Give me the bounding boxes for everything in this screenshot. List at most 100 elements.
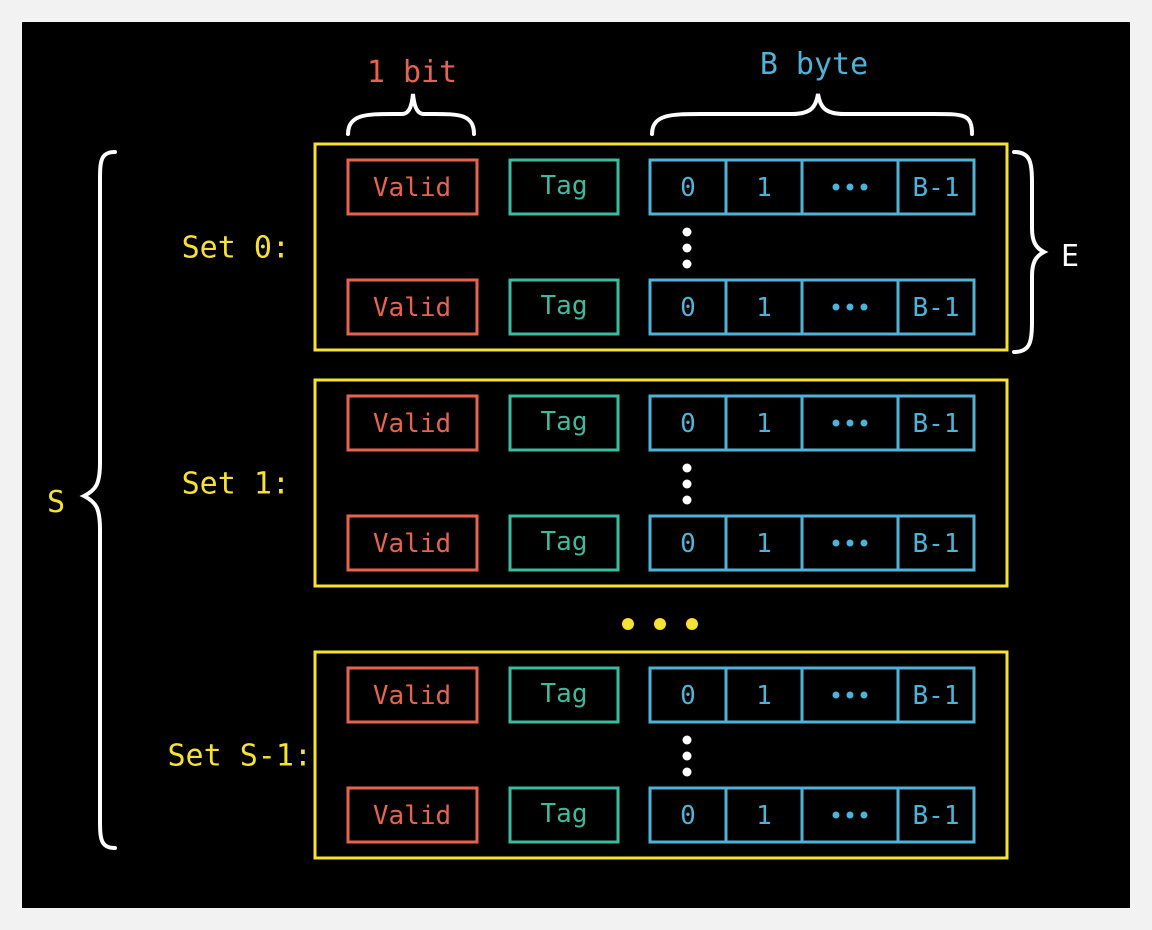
valid-width-brace <box>346 93 476 136</box>
byte-label: 0 <box>680 529 696 559</box>
set-box <box>313 142 1009 352</box>
tag-cell <box>508 278 620 336</box>
set-label: Set 0: <box>182 231 290 266</box>
byte-label: B-1 <box>913 529 960 559</box>
valid-cell <box>346 514 479 572</box>
valid-label: Valid <box>373 409 451 439</box>
lines-ellipsis <box>682 735 692 777</box>
byte-ellipsis-dot <box>846 419 854 427</box>
byte-label: B-1 <box>913 409 960 439</box>
byte-ellipsis-dot <box>832 691 840 699</box>
byte-ellipsis <box>832 303 868 311</box>
byte-label: 1 <box>756 293 772 323</box>
byte-ellipsis-dot <box>832 183 840 191</box>
byte-label: B-1 <box>913 173 960 203</box>
byte-label: 1 <box>756 409 772 439</box>
sets-ellipsis-dot <box>654 618 666 630</box>
byte-ellipsis-dot <box>846 183 854 191</box>
valid-label: Valid <box>373 681 451 711</box>
lines-ellipsis-dot <box>682 735 692 745</box>
byte-ellipsis-dot <box>860 419 868 427</box>
lines-ellipsis-dot <box>682 767 692 777</box>
byte-cell <box>896 514 976 572</box>
set-label: Set 1: <box>182 467 290 502</box>
valid-cell <box>346 158 479 216</box>
sets-ellipsis-dot <box>686 618 698 630</box>
byte-ellipsis-dot <box>846 811 854 819</box>
byte-label: 0 <box>680 293 696 323</box>
tag-cell <box>508 514 620 572</box>
byte-cell <box>896 394 976 452</box>
valid-label: Valid <box>373 173 451 203</box>
byte-cell <box>896 278 976 336</box>
tag-cell <box>508 158 620 216</box>
tag-cell <box>508 394 620 452</box>
byte-label: 0 <box>680 681 696 711</box>
tag-cell <box>508 666 620 724</box>
byte-label: 0 <box>680 801 696 831</box>
byte-ellipsis <box>832 183 868 191</box>
byte-ellipsis-dot <box>860 539 868 547</box>
tag-label: Tag <box>541 171 588 201</box>
valid-cell <box>346 394 479 452</box>
set-label: Set S-1: <box>168 739 313 774</box>
tag-label: Tag <box>541 291 588 321</box>
byte-ellipsis-dot <box>860 811 868 819</box>
lines-per-set-brace <box>1012 150 1049 354</box>
lines-ellipsis-dot <box>682 227 692 237</box>
byte-label: B-1 <box>913 681 960 711</box>
sets-brace <box>79 150 117 850</box>
byte-label: B-1 <box>913 801 960 831</box>
byte-label: 0 <box>680 173 696 203</box>
byte-ellipsis <box>832 539 868 547</box>
byte-ellipsis-dot <box>832 303 840 311</box>
set-box <box>313 378 1009 588</box>
valid-label: Valid <box>373 801 451 831</box>
tag-label: Tag <box>541 679 588 709</box>
byte-label: 1 <box>756 801 772 831</box>
byte-cell <box>896 666 976 724</box>
tag-label: Tag <box>541 407 588 437</box>
byte-ellipsis-dot <box>846 303 854 311</box>
valid-cell <box>346 278 479 336</box>
byte-ellipsis-dot <box>832 419 840 427</box>
byte-ellipsis <box>832 811 868 819</box>
lines-ellipsis <box>682 227 692 269</box>
sets-count-label: S <box>47 485 65 520</box>
valid-cell <box>346 666 479 724</box>
byte-label: 1 <box>756 681 772 711</box>
tag-cell <box>508 786 620 844</box>
byte-ellipsis-dot <box>860 303 868 311</box>
valid-label: Valid <box>373 529 451 559</box>
byte-label: B-1 <box>913 293 960 323</box>
lines-ellipsis-dot <box>682 243 692 253</box>
tag-label: Tag <box>541 799 588 829</box>
valid-label: Valid <box>373 293 451 323</box>
lines-ellipsis-dot <box>682 259 692 269</box>
byte-ellipsis-dot <box>860 183 868 191</box>
set-box <box>313 650 1009 860</box>
valid-width-label: 1 bit <box>367 55 457 90</box>
lines-per-set-label: E <box>1061 239 1079 274</box>
byte-cell <box>896 158 976 216</box>
byte-ellipsis-dot <box>846 539 854 547</box>
byte-ellipsis-dot <box>860 691 868 699</box>
byte-cell <box>896 786 976 844</box>
block-width-label: B byte <box>760 47 868 82</box>
byte-ellipsis-dot <box>832 811 840 819</box>
byte-ellipsis <box>832 419 868 427</box>
valid-cell <box>346 786 479 844</box>
lines-ellipsis-dot <box>682 495 692 505</box>
byte-ellipsis-dot <box>832 539 840 547</box>
byte-ellipsis <box>832 691 868 699</box>
lines-ellipsis-dot <box>682 479 692 489</box>
block-width-brace <box>650 93 974 136</box>
byte-label: 1 <box>756 173 772 203</box>
lines-ellipsis <box>682 463 692 505</box>
